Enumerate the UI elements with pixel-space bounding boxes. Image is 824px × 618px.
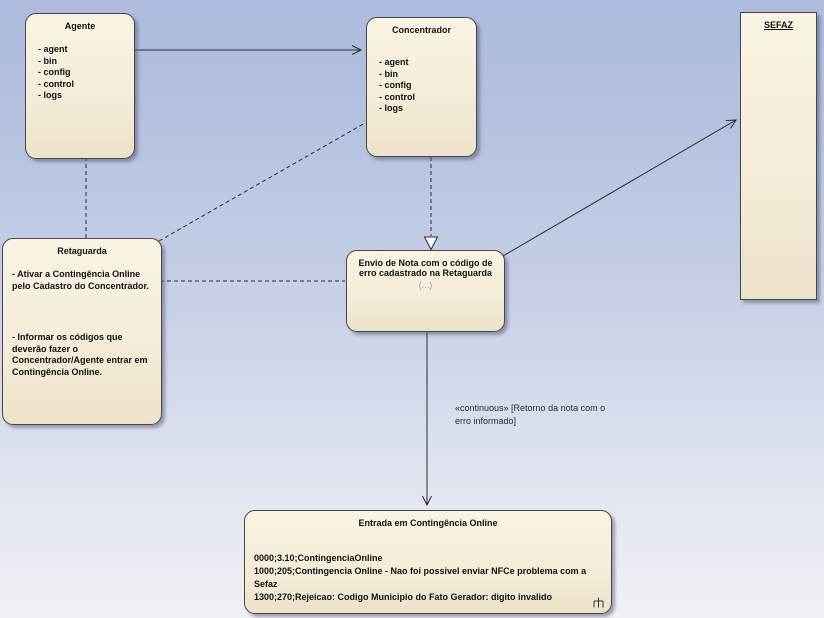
node-agente[interactable]: Agente - agent - bin - config - control …: [25, 13, 135, 159]
connector-label-continuous: «continuous» [Retorno da nota com o erro…: [455, 402, 630, 428]
node-envio-title: Envio de Nota com o código de erro cadas…: [358, 258, 493, 278]
node-sefaz-title: SEFAZ: [763, 20, 793, 30]
node-agente-list: - agent - bin - config - control - logs: [26, 44, 134, 102]
list-item: - bin: [379, 68, 398, 79]
connector-label-line-2: erro informado]: [455, 416, 517, 426]
list-item: - config: [379, 80, 412, 90]
composite-activity-rake-icon: [593, 597, 604, 608]
node-agente-title: Agente: [64, 21, 96, 31]
connector-envio-to-sefaz[interactable]: [502, 119, 737, 257]
node-concentrador[interactable]: Concentrador - agent - bin - config - co…: [366, 17, 477, 157]
list-item: - control: [379, 91, 415, 102]
node-envio-subtitle: (...): [418, 280, 433, 290]
code-line: 1300;270;Rejeicao: Codigo Municipio do F…: [254, 592, 553, 602]
node-entrada-code-lines: 0000;3.10;ContingenciaOnline 1000;205;Co…: [245, 552, 611, 604]
code-line: 1000;205;Contingencia Online - Nao foi p…: [254, 566, 587, 589]
node-sefaz[interactable]: SEFAZ: [740, 12, 817, 300]
node-retaguarda-title: Retaguarda: [57, 246, 107, 256]
list-item: - logs: [379, 103, 403, 113]
node-concentrador-list: - agent - bin - config - control - logs: [367, 57, 476, 115]
connector-label-line-1: «continuous» [Retorno da nota com o: [455, 403, 606, 413]
list-item: - agent: [38, 44, 68, 54]
code-line: 0000;3.10;ContingenciaOnline: [254, 553, 383, 563]
node-concentrador-title: Concentrador: [391, 25, 451, 35]
node-retaguarda[interactable]: Retaguarda - Ativar a Contingência Onlin…: [2, 238, 162, 425]
node-entrada-title: Entrada em Contingência Online: [358, 518, 498, 528]
list-item: - logs: [38, 90, 62, 100]
list-item: - agent: [379, 57, 409, 67]
node-entrada-contingencia[interactable]: Entrada em Contingência Online 0000;3.10…: [244, 510, 612, 614]
node-retaguarda-paragraph-1: - Ativar a Contingência Online pelo Cada…: [12, 269, 150, 291]
list-item: - control: [38, 78, 74, 89]
connector-retaguarda-to-concentrador-dashed[interactable]: [158, 122, 366, 242]
list-item: - bin: [38, 55, 57, 66]
node-retaguarda-paragraph-2: - Informar os códigos que deverão fazer …: [12, 332, 148, 377]
realization-triangle-arrowhead-icon: [423, 236, 439, 251]
list-item: - config: [38, 67, 71, 77]
node-envio-de-nota[interactable]: Envio de Nota com o código de erro cadas…: [346, 250, 505, 332]
